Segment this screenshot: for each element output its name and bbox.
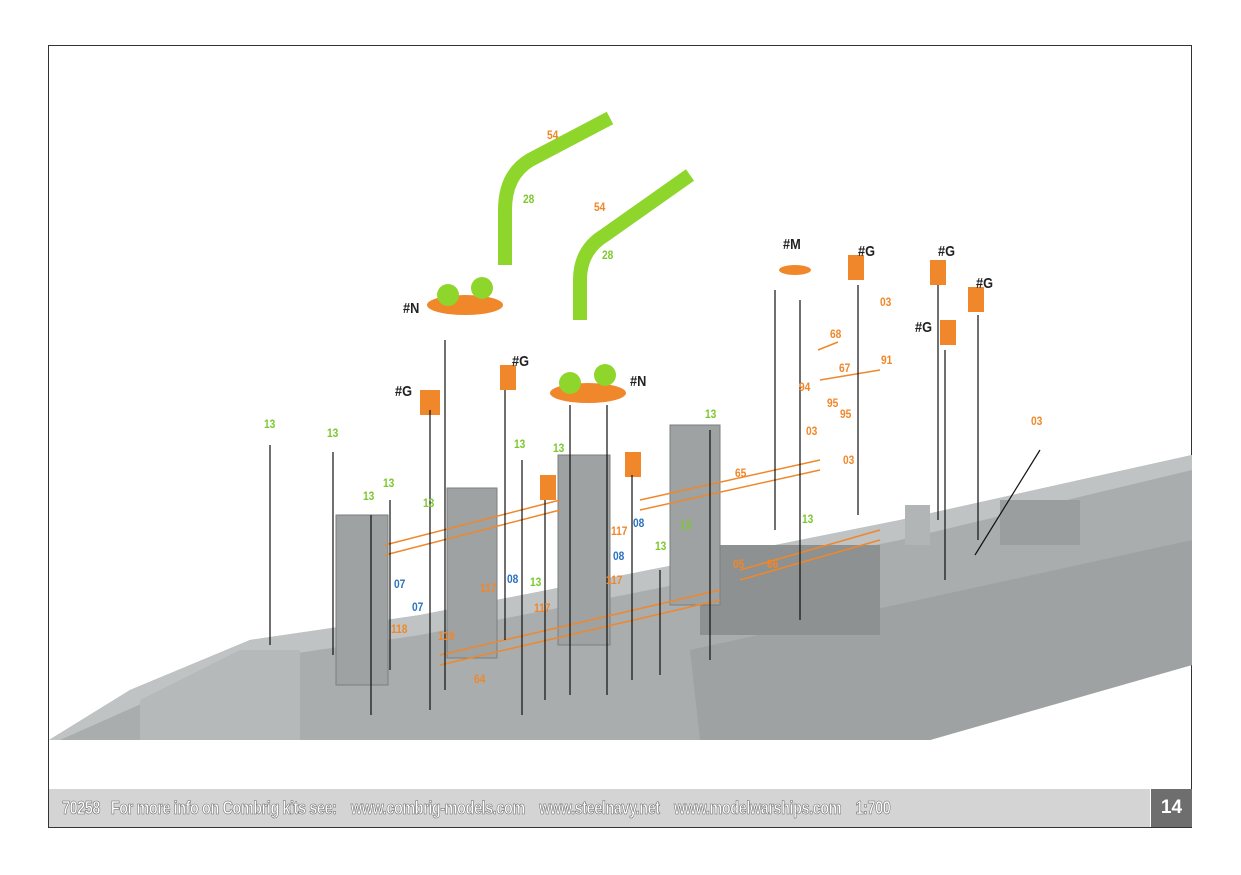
part-number-label: 28	[523, 192, 535, 206]
assembly-ref-label: #G	[512, 353, 530, 370]
part-number-label: 54	[594, 200, 606, 214]
part-number-label: 03	[843, 453, 855, 467]
part-number-label: 07	[394, 577, 406, 591]
part-number-label: 08	[507, 572, 519, 586]
footer-bar: 70258 For more info on Combrig kits see:…	[49, 789, 1150, 827]
part-number-label: 64	[474, 672, 486, 686]
assembly-ref-label: #G	[938, 243, 956, 260]
part-number-label: 13	[655, 539, 667, 553]
searchlight-platforms	[427, 265, 811, 403]
part-number-label: 67	[839, 361, 851, 375]
part-number-label: 08	[613, 549, 625, 563]
cranes	[498, 111, 695, 320]
part-number-label: 03	[880, 295, 892, 309]
part-number-label: 94	[799, 380, 811, 394]
railings	[384, 341, 881, 666]
part-number-label: 91	[881, 353, 893, 367]
part-number-label: 13	[514, 437, 526, 451]
part-number-label: 13	[802, 512, 814, 526]
assembly-ref-label: #M	[783, 236, 801, 253]
funnels	[335, 424, 721, 686]
part-number-label: 13	[530, 575, 542, 589]
ship-hull	[49, 455, 1192, 740]
part-number-label: 68	[830, 327, 842, 341]
part-number-label: 03	[1031, 414, 1043, 428]
part-number-label: 66	[767, 557, 779, 571]
instruction-page-frame	[48, 45, 1192, 828]
part-number-label: 13	[383, 476, 395, 490]
part-number-label: 54	[547, 128, 559, 142]
part-number-label: 05	[733, 557, 745, 571]
part-number-label: 03	[806, 424, 818, 438]
assembly-ref-label: #G	[395, 383, 413, 400]
part-number-label: 28	[602, 248, 614, 262]
part-number-label: 117	[611, 524, 628, 538]
assembly-arrows	[269, 285, 1041, 715]
assembly-ref-label: #N	[630, 373, 647, 390]
part-number-label: 119	[438, 629, 455, 643]
part-number-label: 95	[840, 407, 852, 421]
part-number-label: 95	[827, 396, 839, 410]
part-number-label: 117	[534, 601, 551, 615]
assembly-ref-label: #N	[403, 300, 420, 317]
page-number: 14	[1151, 789, 1192, 827]
part-number-label: 118	[391, 622, 408, 636]
footer-info-text: 70258 For more info on Combrig kits see:…	[62, 798, 891, 819]
part-number-label: 07	[412, 600, 424, 614]
part-number-label: 13	[553, 441, 565, 455]
part-number-label: 117	[480, 581, 497, 595]
part-number-label: 08	[633, 516, 645, 530]
gun-mounts	[420, 255, 984, 500]
assembly-ref-label: #G	[858, 243, 876, 260]
part-number-label: 117	[606, 573, 623, 587]
part-number-label: 13	[264, 417, 276, 431]
part-number-label: 13	[423, 496, 435, 510]
part-number-label: 13	[680, 518, 692, 532]
part-number-label: 65	[735, 466, 747, 480]
part-number-label: 13	[327, 426, 339, 440]
assembly-ref-label: #G	[976, 275, 994, 292]
part-number-label: 13	[363, 489, 375, 503]
part-number-label: 13	[705, 407, 717, 421]
assembly-ref-label: #G	[915, 319, 933, 336]
